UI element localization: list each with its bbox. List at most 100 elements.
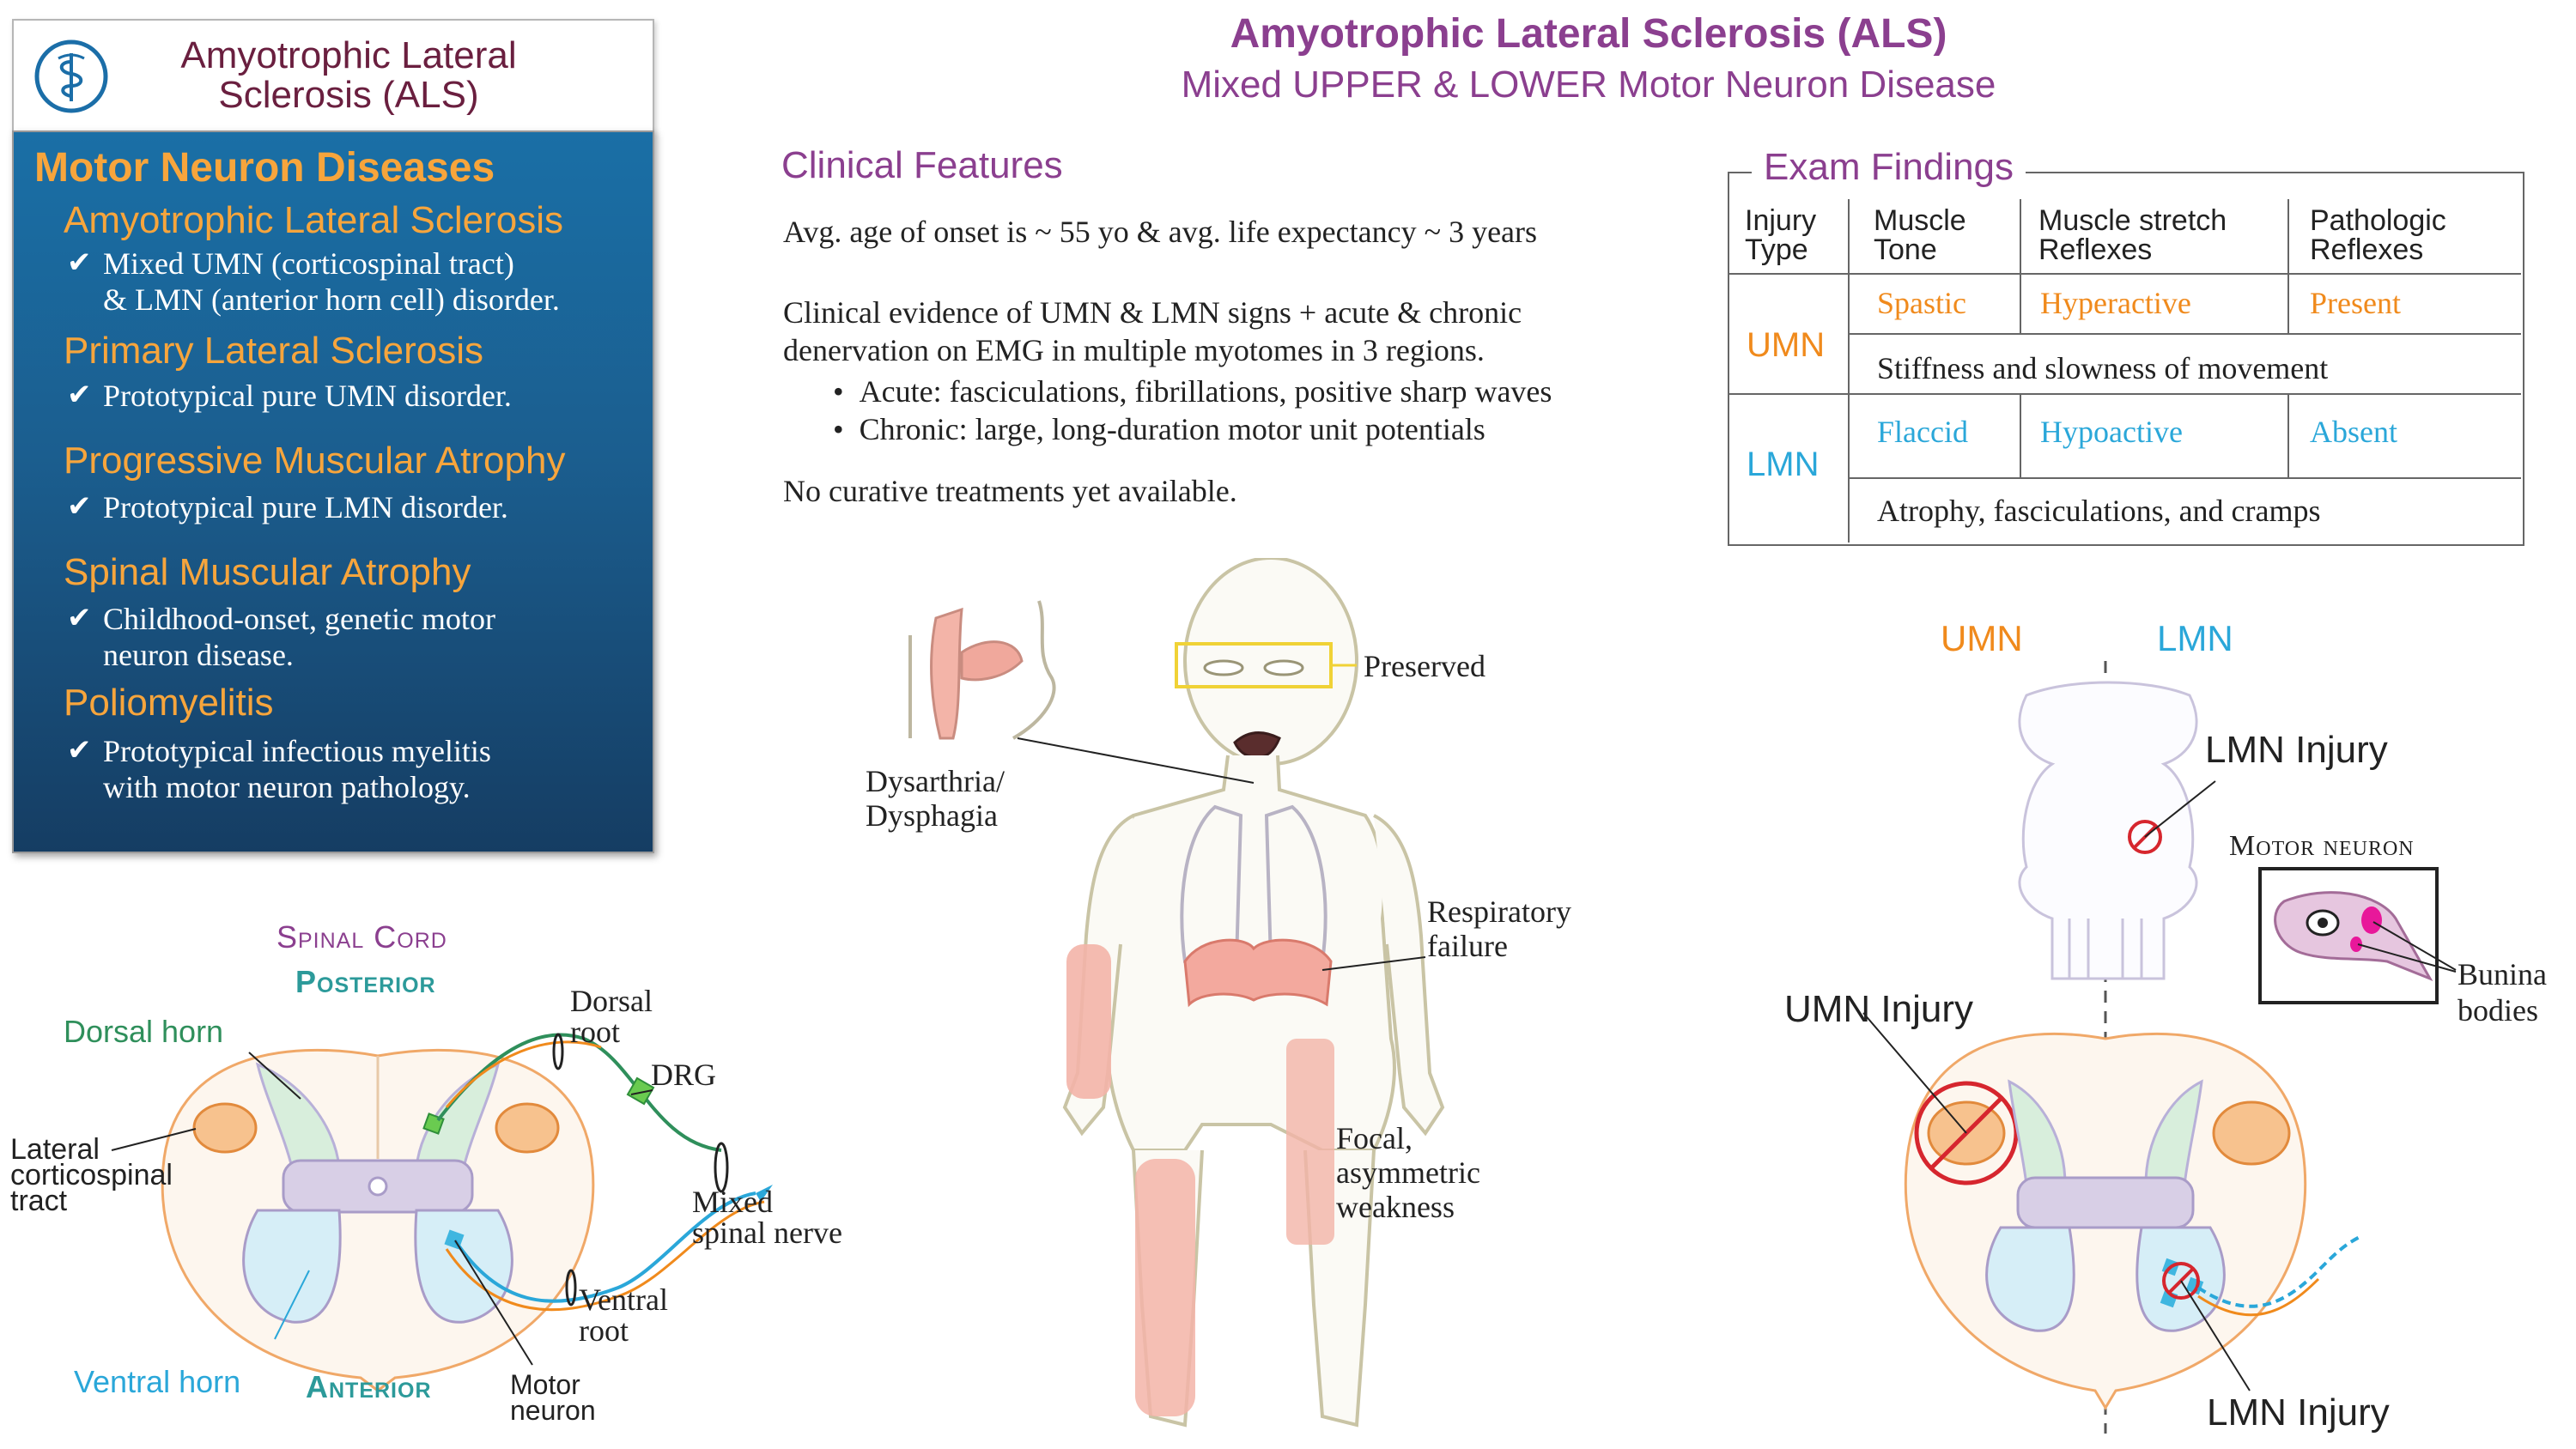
ventral-root-line-2: root: [579, 1313, 629, 1348]
pls-line-1: Prototypical pure UMN disorder.: [103, 379, 512, 413]
bunina-body-1: [2361, 906, 2382, 934]
label-lmn-injury-top: LMN Injury: [2205, 729, 2388, 771]
check-icon: ✔: [67, 603, 92, 634]
label-focal-weakness: Focal, asymmetric weakness: [1336, 1121, 1480, 1224]
check-icon: ✔: [67, 735, 92, 767]
bunina-body-2: [2350, 937, 2362, 952]
clinical-line-treatment: No curative treatments yet available.: [783, 474, 1237, 508]
mixed-line-1: Mixed: [692, 1185, 773, 1219]
lmn-tone: Flaccid: [1877, 415, 1968, 449]
disease-desc-pma: ✔ Prototypical pure LMN disorder.: [67, 489, 508, 525]
disease-title-pma: Progressive Muscular Atrophy: [64, 440, 566, 482]
bullet-chronic-text: Chronic: large, long-duration motor unit…: [859, 412, 1485, 446]
lmn-injury-marker-top: [2128, 820, 2162, 854]
resp-line-1: Respiratory: [1427, 894, 1571, 929]
row-label-lmn: LMN: [1747, 446, 1820, 483]
lmn-injury-marker-bottom: [2162, 1262, 2200, 1300]
clinical-line-evidence-a: Clinical evidence of UMN & LMN signs + a…: [783, 295, 1522, 330]
label-motor-neuron: Motor neuron: [510, 1369, 596, 1426]
table-divider: [1848, 333, 2521, 335]
table-divider: [1728, 393, 2521, 395]
table-divider: [1728, 273, 2521, 275]
table-divider: [2287, 393, 2289, 477]
clinical-line-evidence-b: denervation on EMG in multiple myotomes …: [783, 333, 1485, 367]
disease-title-polio: Poliomyelitis: [64, 682, 274, 724]
table-divider: [2287, 199, 2289, 333]
disease-title-pls: Primary Lateral Sclerosis: [64, 330, 484, 372]
clinical-bullet-acute: • Acute: fasciculations, fibrillations, …: [833, 374, 1552, 409]
panel-heading: Motor Neuron Diseases: [34, 145, 495, 191]
lct-line-1: Lateral: [10, 1133, 100, 1166]
umn-reflexes: Hyperactive: [2040, 286, 2191, 320]
header-stretch-reflexes: Muscle stretch Reflexes: [2038, 204, 2227, 266]
ventral-root-line-1: Ventral: [579, 1282, 668, 1317]
label-dysarthria: Dysarthria/ Dysphagia: [866, 764, 1005, 833]
page-subtitle: Mixed UPPER & LOWER Motor Neuron Disease: [1181, 64, 1996, 106]
nucleus-icon: [2318, 918, 2328, 928]
leg-weakness-highlight: [1135, 1159, 1195, 1416]
als-line-1: Mixed UMN (corticospinal tract): [103, 246, 514, 281]
header-title-line2: Sclerosis (ALS): [218, 74, 479, 116]
dorsal-root-line-2: root: [570, 1015, 620, 1049]
dorsal-root-line-1: Dorsal: [570, 984, 653, 1018]
label-ventral-root: Ventral root: [579, 1284, 668, 1346]
check-icon: ✔: [67, 379, 92, 411]
label-drg: DRG: [651, 1058, 717, 1092]
table-divider: [2020, 199, 2021, 333]
label-dorsal-root: Dorsal root: [570, 985, 653, 1047]
patient-figure: [908, 558, 1445, 1428]
check-icon: ✔: [67, 491, 92, 523]
lct-left: [192, 1102, 258, 1154]
umn-injury-marker: [1914, 1081, 2019, 1185]
disease-desc-sma: ✔ Childhood-onset, genetic motor neuron …: [67, 601, 495, 673]
label-motor-neuron-inset: Motor neuron: [2229, 830, 2415, 862]
exam-findings-heading: Exam Findings: [1752, 146, 2026, 189]
row-label-umn: UMN: [1747, 326, 1826, 364]
focal-line-1: Focal,: [1336, 1121, 1413, 1155]
clinical-bullet-chronic: • Chronic: large, long-duration motor un…: [833, 412, 1485, 446]
polio-line-2: with motor neuron pathology.: [103, 770, 471, 804]
dysarthria-line-2: Dysphagia: [866, 798, 998, 833]
clinical-line-onset: Avg. age of onset is ~ 55 yo & avg. life…: [783, 215, 1538, 249]
table-divider: [1848, 199, 1850, 543]
mouth: [1233, 731, 1281, 759]
lct-right: [495, 1102, 560, 1154]
header-card-title: Amyotrophic Lateral Sclerosis (ALS): [125, 36, 572, 115]
disease-title-als: Amyotrophic Lateral Sclerosis: [64, 199, 564, 241]
umn-note: Stiffness and slowness of movement: [1877, 351, 2329, 385]
motor-neuron-inset: [2258, 867, 2439, 1004]
bullet-acute-text: Acute: fasciculations, fibrillations, po…: [859, 374, 1552, 409]
header-card: Amyotrophic Lateral Sclerosis (ALS): [12, 19, 654, 134]
motor-neuron-line-2: neuron: [510, 1395, 596, 1426]
label-respiratory-failure: Respiratory failure: [1427, 894, 1571, 963]
lct-line-3: tract: [10, 1185, 68, 1217]
check-icon: ✔: [67, 247, 92, 279]
drg-icon: [626, 1076, 655, 1106]
focal-line-2: asymmetric: [1336, 1155, 1480, 1190]
header-injury-type: Injury Type: [1745, 204, 1817, 266]
header-title-line1: Amyotrophic Lateral: [180, 34, 517, 76]
throat-inset-illustration: [908, 600, 1056, 740]
disease-desc-polio: ✔ Prototypical infectious myelitis with …: [67, 733, 491, 805]
right-eye-icon: [1263, 659, 1304, 676]
label-mixed-spinal-nerve: Mixed spinal nerve: [692, 1186, 842, 1248]
disease-desc-als: ✔ Mixed UMN (corticospinal tract) & LMN …: [67, 246, 560, 318]
label-umn-injury: UMN Injury: [1784, 988, 1974, 1030]
clinical-features-heading: Clinical Features: [781, 144, 1063, 186]
thigh-weakness-highlight: [1286, 1039, 1334, 1245]
disease-title-sma: Spinal Muscular Atrophy: [64, 551, 471, 593]
motor-neuron-line-1: Motor: [510, 1369, 580, 1400]
ventral-horn-left: [242, 1209, 342, 1324]
lct-line-2: corticospinal: [10, 1159, 173, 1191]
header-pathologic-reflexes: Pathologic Reflexes: [2310, 204, 2446, 266]
label-bunina-bodies: Bunina bodies: [2458, 956, 2547, 1028]
motor-neuron-diseases-panel: Motor Neuron Diseases Amyotrophic Latera…: [12, 130, 654, 853]
dysarthria-line-1: Dysarthria/: [866, 764, 1005, 798]
lmn-reflexes: Hypoactive: [2040, 415, 2183, 449]
table-divider: [1848, 477, 2521, 479]
lmn-note: Atrophy, fasciculations, and cramps: [1877, 494, 2321, 528]
label-posterior: Posterior: [295, 964, 436, 999]
lmn-pathologic: Absent: [2310, 415, 2397, 449]
arm-weakness-highlight: [1066, 944, 1111, 1099]
label-lmn-side: LMN: [2157, 618, 2233, 658]
